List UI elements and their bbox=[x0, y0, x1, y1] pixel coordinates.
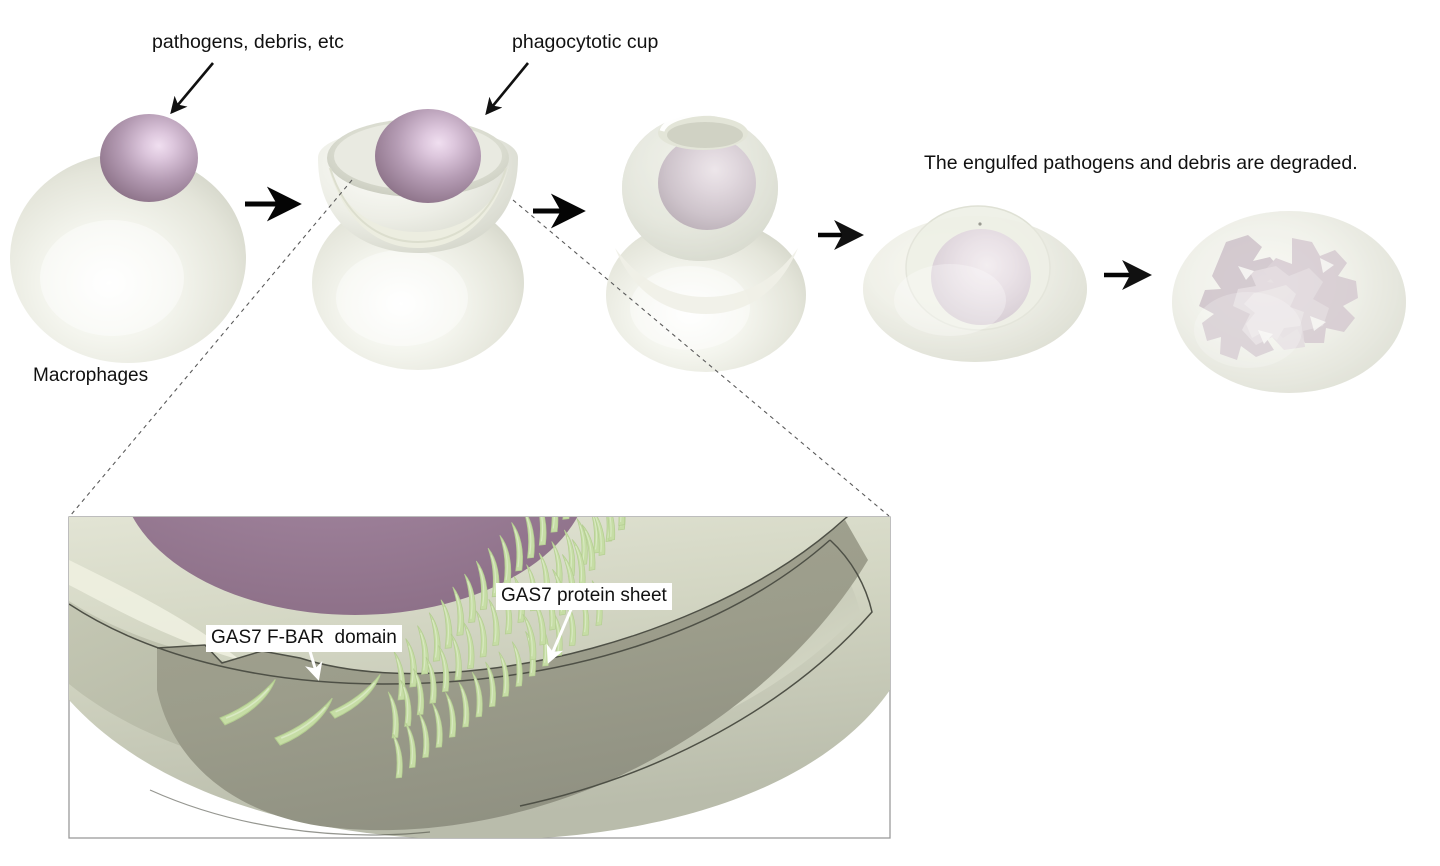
degraded-debris bbox=[1199, 235, 1358, 360]
callout-gas7-fbar-domain: GAS7 F-BAR domain bbox=[206, 625, 402, 652]
pathogens-leader-arrow bbox=[170, 62, 214, 115]
label-phagocytotic-cup: phagocytotic cup bbox=[512, 31, 659, 53]
label-degraded-statement: The engulfed pathogens and debris are de… bbox=[924, 152, 1358, 174]
inset-pathogen-sphere bbox=[132, 517, 578, 615]
phagocytotic-cup-leader-arrow bbox=[485, 62, 530, 116]
stage-3-cup-closing bbox=[606, 110, 806, 372]
stage-2-phagocytotic-cup-open bbox=[312, 109, 524, 370]
pathogen-sphere-3 bbox=[658, 136, 756, 230]
label-macrophages: Macrophages bbox=[33, 365, 149, 386]
callout-gas7-protein-sheet: GAS7 protein sheet bbox=[496, 583, 672, 610]
pathogen-sphere-4 bbox=[931, 229, 1031, 325]
inset-panel bbox=[68, 516, 891, 839]
fbar-leader-arrow bbox=[305, 647, 323, 681]
label-pathogens-debris: pathogens, debris, etc bbox=[152, 31, 344, 53]
pathogen-sphere-1 bbox=[100, 114, 198, 202]
pathogen-sphere-2 bbox=[375, 109, 481, 203]
stage-5-degraded-contents bbox=[1172, 211, 1406, 393]
inset-zoom-connectors bbox=[69, 179, 890, 517]
protein-sheet-leader-arrow bbox=[546, 606, 574, 664]
stage-1-macrophage-with-pathogen bbox=[10, 114, 246, 363]
stage-4-phagosome bbox=[863, 205, 1087, 362]
